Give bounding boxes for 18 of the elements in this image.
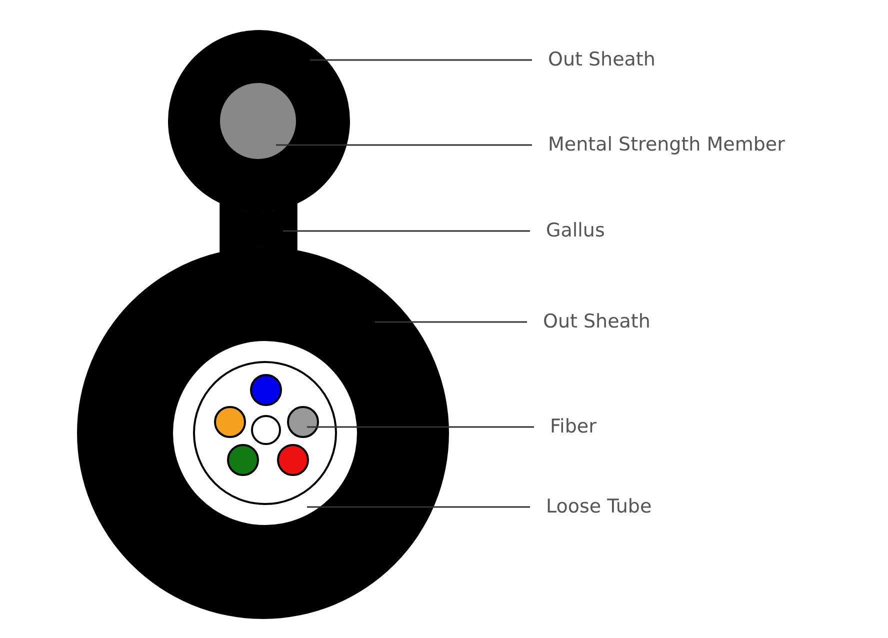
strength-member-circle (220, 83, 296, 159)
sheath-circle (168, 30, 350, 212)
loose-tube-circle (173, 341, 357, 525)
part-label: Loose Tube (546, 496, 652, 518)
leader-line (310, 59, 532, 61)
fiber-circle (287, 406, 319, 438)
leader-line (276, 144, 532, 146)
leader-line (307, 426, 534, 428)
sheath-circle (77, 247, 449, 619)
part-label: Gallus (546, 220, 605, 242)
gallus-neck (220, 202, 298, 252)
leader-line (307, 506, 530, 508)
part-label: Out Sheath (548, 48, 656, 72)
part-label: Mental Strength Member (548, 134, 785, 156)
leader-line (375, 321, 527, 323)
part-label: Fiber (550, 416, 596, 438)
leader-line (283, 230, 530, 232)
part-label: Out Sheath (543, 310, 650, 334)
